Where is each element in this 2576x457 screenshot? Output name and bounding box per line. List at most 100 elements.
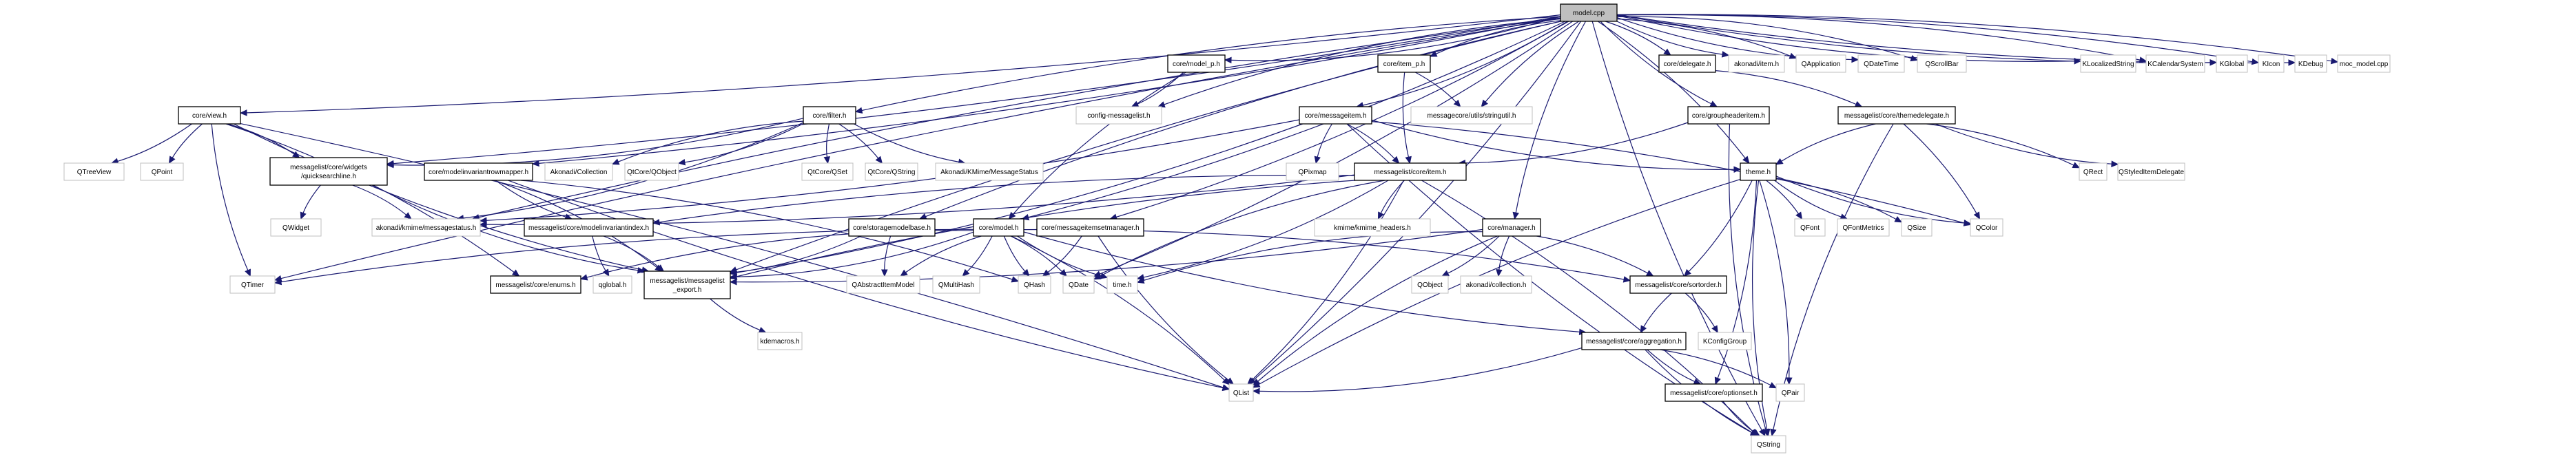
node-box[interactable] [524,218,654,237]
node-box [1228,383,1254,402]
node-box[interactable] [973,218,1024,237]
node-item-h[interactable]: messagelist/core/item.h [1354,162,1467,181]
node-box[interactable] [424,162,533,181]
node-model-p-h[interactable]: core/model_p.h [1167,54,1226,73]
node-box[interactable] [1665,383,1763,402]
node-enums-h[interactable]: messagelist/core/enums.h [490,275,581,294]
node-label: KConfigGroup [1703,338,1747,346]
node-box[interactable] [1629,275,1727,294]
node-box [1728,54,1785,73]
edge-filter_h-to-messagestatus_h [463,122,804,219]
node-box [544,162,613,181]
edge-filter_h-to-AkonadiKMimeMessageStatus [854,123,959,162]
node-aggregation-h[interactable]: messagelist/core/aggregation.h [1581,332,1687,350]
arrowhead-icon [1481,99,1489,107]
node-optionset-h[interactable]: messagelist/core/optionset.h [1665,383,1763,402]
node-messagelist-export-h[interactable]: messagelist/messagelist_export.h [643,270,731,299]
edge-messageitem_h-to-messagelist_export_h [736,123,1304,273]
node-label: time.h [1113,281,1131,289]
node-label: moc_model.cpp [2340,61,2389,68]
arrowhead-icon [1714,376,1721,385]
node-groupheaderitem-h[interactable]: core/groupheaderitem.h [1687,106,1770,125]
node-item-p-h[interactable]: core/item_p.h [1377,54,1431,73]
node-label: qglobal.h [599,281,627,289]
edge-messageitem_h-to-messagestatus_h [486,119,1300,221]
node-manager-h[interactable]: core/manager.h [1482,218,1541,237]
node-box[interactable] [1687,106,1770,125]
arrowhead-icon [274,278,282,286]
node-box[interactable] [1740,162,1777,181]
node-box[interactable] [1377,54,1431,73]
node-box[interactable] [1299,106,1372,125]
node-label: core/manager.h [1487,224,1536,232]
node-box[interactable] [1354,162,1467,181]
node-model-h[interactable]: core/model.h [973,218,1024,237]
node-QWidget: QWidget [270,218,322,237]
node-label: core/storagemodelbase.h [853,224,931,232]
node-time-h: time.h [1106,275,1138,294]
edge-model_cpp-to-moc_model_cpp [1616,14,2332,62]
node-box[interactable] [1581,332,1687,350]
edge-modelinvariantindex_h-to-messagelist_export_h [603,235,659,268]
node-label: QtCore/QSet [807,169,847,176]
edge-themedelegate_h-to-theme_h [1781,123,1876,162]
arrowhead-icon [1247,376,1255,385]
node-label: QApplication [1802,61,1841,68]
edge-storagemodelbase_h-to-messagelist_export_h [736,235,862,273]
node-box[interactable] [643,270,731,299]
arrowhead-icon [2330,57,2339,65]
node-KIcon: KIcon [2258,54,2285,73]
edge-model_h-to-messagelist_export_h [736,231,974,277]
edge-view_h-to-QList [240,123,1224,388]
node-box[interactable] [1658,54,1716,73]
node-box[interactable] [803,106,856,125]
node-box [1751,435,1786,454]
node-messageitemsetmanager-h[interactable]: core/messageitemsetmanager.h [1036,218,1144,237]
node-delegate-h[interactable]: core/delegate.h [1658,54,1716,73]
arrowhead-icon [1645,270,1654,277]
node-theme-h[interactable]: theme.h [1740,162,1777,181]
edge-model_cpp-to-modelinvariantrowmapper_h [538,16,1561,164]
edge-theme_h-to-optionset_h [1717,180,1758,379]
node-box[interactable] [490,275,581,294]
node-modelinvariantrowmapper-h[interactable]: core/modelinvariantrowmapper.h [424,162,533,181]
node-box[interactable] [1560,3,1618,22]
node-box[interactable] [1036,218,1144,237]
edge-aggregation_h-to-QList [1259,347,1583,392]
edge-groupheaderitem_h-to-item_h [1465,122,1689,164]
node-label: core/item_p.h [1383,61,1425,68]
node-box [1286,162,1339,181]
node-view-h[interactable]: core/view.h [178,106,241,125]
node-model-cpp[interactable]: model.cpp [1560,3,1618,22]
node-messageitem-h[interactable]: core/messageitem.h [1299,106,1372,125]
node-storagemodelbase-h[interactable]: core/storagemodelbase.h [848,218,936,237]
node-box[interactable] [178,106,241,125]
node-box[interactable] [1167,54,1226,73]
arrowhead-icon [1973,211,1981,220]
node-box[interactable] [269,157,388,186]
edge-model_cpp-to-KIcon [1616,14,2253,63]
arrowhead-icon [1392,156,1400,164]
node-label: theme.h [1746,169,1771,176]
node-box [2117,162,2185,181]
node-box[interactable] [848,218,936,237]
edge-manager_h-to-QList [1257,235,1498,382]
node-label: messagelist/core/optionset.h [1670,390,1758,397]
arrowhead-icon [1775,158,1784,165]
node-quicksearchline-h[interactable]: messagelist/core/widgets/quicksearchline… [269,157,388,186]
node-modelinvariantindex-h[interactable]: messagelist/core/modelinvariantindex.h [524,218,654,237]
node-filter-h[interactable]: core/filter.h [803,106,856,125]
arrowhead-icon [1429,50,1438,57]
arrowhead-icon [1131,100,1140,107]
node-box[interactable] [1837,106,1956,125]
edge-delegate_h-to-themedelegate_h [1715,70,1857,105]
node-box[interactable] [1482,218,1541,237]
node-label: QDateTime [1864,61,1899,68]
node-box [1314,218,1431,237]
node-themedelegate-h[interactable]: messagelist/core/themedelegate.h [1837,106,1956,125]
edge-item_p_h-to-item_h [1402,72,1409,158]
node-sortorder-h[interactable]: messagelist/core/sortorder.h [1629,275,1727,294]
arrowhead-icon [1683,268,1691,277]
node-box [1901,218,1933,237]
node-box [140,162,184,181]
